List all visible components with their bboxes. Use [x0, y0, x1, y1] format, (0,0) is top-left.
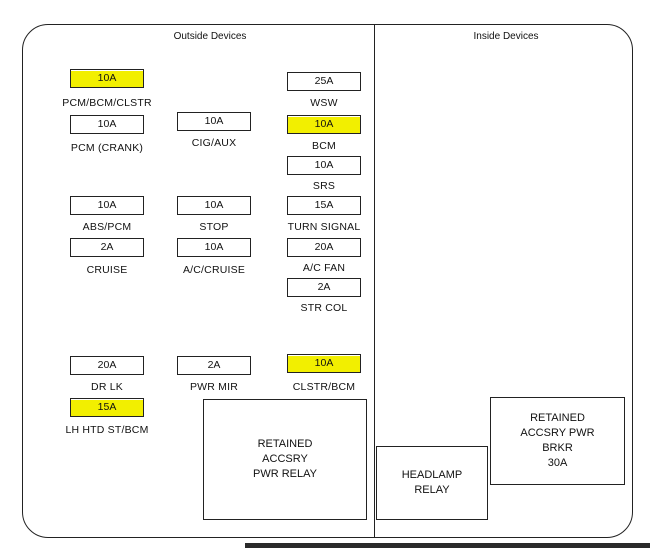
retained-accsry-pwr-breaker: RETAINED ACCSRY PWR BRKR 30A	[490, 397, 625, 485]
relay-line: BRKR	[542, 442, 573, 454]
fuse-str-col: 2A	[287, 278, 361, 297]
relay-line: ACCSRY PWR	[520, 427, 595, 439]
fuse-label-cruise: CRUISE	[86, 264, 128, 276]
fuse-label-wsw: WSW	[310, 97, 338, 109]
fuse-pwr-mir: 2A	[177, 356, 251, 375]
fuse-rating: 2A	[317, 281, 331, 293]
relay-line: ACCSRY	[262, 453, 308, 465]
fuse-label-srs: SRS	[312, 180, 336, 192]
fuse-label-lh-htd-st-bcm: LH HTD ST/BCM	[65, 424, 149, 436]
fuse-dr-lk: 20A	[70, 356, 144, 375]
fuse-rating: 15A	[314, 199, 334, 211]
section-divider	[374, 25, 375, 537]
fuse-block-outline	[22, 24, 633, 538]
fuse-label-stop: STOP	[199, 221, 229, 233]
fuse-rating: 10A	[314, 357, 334, 369]
relay-line: RELAY	[414, 484, 450, 496]
outside-devices-title: Outside Devices	[173, 31, 247, 42]
fuse-rating: 20A	[314, 241, 334, 253]
fuse-ac-cruise: 10A	[177, 238, 251, 257]
headlamp-relay: HEADLAMP RELAY	[376, 446, 488, 520]
fuse-pcm-bcm-clstr: 10A	[70, 69, 144, 88]
fuse-ac-fan: 20A	[287, 238, 361, 257]
fuse-rating: 15A	[97, 401, 117, 413]
relay-line: RETAINED	[257, 438, 313, 450]
fuse-label-abs-pcm: ABS/PCM	[82, 221, 132, 233]
fuse-label-ac-cruise: A/C/CRUISE	[182, 264, 246, 276]
fuse-stop: 10A	[177, 196, 251, 215]
inside-devices-title: Inside Devices	[473, 31, 539, 42]
fuse-label-clstr-bcm: CLSTR/BCM	[292, 381, 356, 393]
fuse-rating: 20A	[97, 359, 117, 371]
fuse-wsw: 25A	[287, 72, 361, 91]
fuse-srs: 10A	[287, 156, 361, 175]
relay-line: RETAINED	[530, 412, 585, 424]
fuse-label-pcm-bcm-clstr: PCM/BCM/CLSTR	[62, 97, 152, 109]
fuse-rating: 10A	[204, 115, 224, 127]
relay-line: HEADLAMP	[401, 469, 463, 481]
fuse-cig-aux: 10A	[177, 112, 251, 131]
fuse-lh-htd-st-bcm: 15A	[70, 398, 144, 417]
fuse-label-dr-lk: DR LK	[91, 381, 123, 393]
fuse-rating: 2A	[207, 359, 221, 371]
fuse-rating: 10A	[97, 118, 117, 130]
fuse-label-ac-fan: A/C FAN	[302, 262, 346, 274]
fuse-label-cig-aux: CIG/AUX	[191, 137, 237, 149]
relay-line: PWR RELAY	[253, 468, 317, 480]
fuse-rating: 25A	[314, 75, 334, 87]
fuse-rating: 10A	[97, 72, 117, 84]
fuse-rating: 10A	[97, 199, 117, 211]
fuse-rating: 2A	[100, 241, 114, 253]
bottom-edge-bar	[245, 543, 650, 548]
fuse-cruise: 2A	[70, 238, 144, 257]
fuse-pcm-crank: 10A	[70, 115, 144, 134]
fuse-rating: 10A	[314, 118, 334, 130]
fuse-clstr-bcm: 10A	[287, 354, 361, 373]
fuse-label-pcm-crank: PCM (CRANK)	[70, 142, 144, 154]
fuse-rating: 10A	[204, 241, 224, 253]
fuse-label-turn-signal: TURN SIGNAL	[287, 221, 361, 233]
fuse-rating: 10A	[314, 159, 334, 171]
fuse-turn-signal: 15A	[287, 196, 361, 215]
fuse-label-bcm: BCM	[312, 140, 336, 152]
fuse-label-str-col: STR COL	[300, 302, 348, 314]
fuse-abs-pcm: 10A	[70, 196, 144, 215]
fuse-bcm: 10A	[287, 115, 361, 134]
retained-accsry-pwr-relay: RETAINED ACCSRY PWR RELAY	[203, 399, 367, 520]
fuse-label-pwr-mir: PWR MIR	[189, 381, 239, 393]
relay-line: 30A	[547, 457, 568, 469]
fuse-rating: 10A	[204, 199, 224, 211]
